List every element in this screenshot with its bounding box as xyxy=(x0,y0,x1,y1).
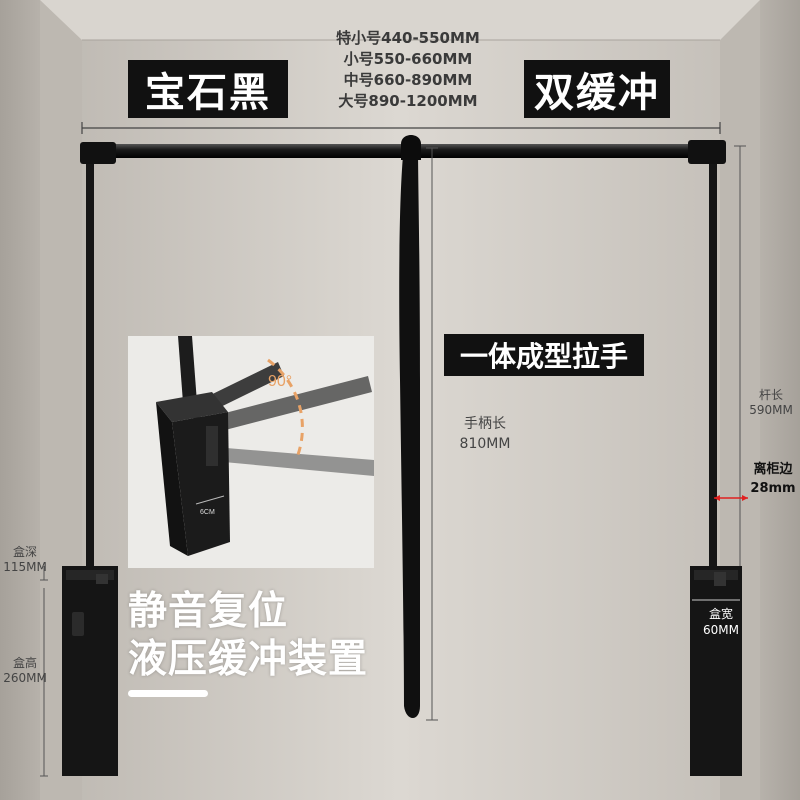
box-height-label: 盒高 260MM xyxy=(3,656,47,685)
box-depth-label: 盒深 115MM xyxy=(3,545,47,574)
right-damper-box xyxy=(690,566,742,776)
cabinet-top-panel xyxy=(40,0,760,40)
left-pole xyxy=(86,152,94,572)
rod-end-left xyxy=(80,142,116,164)
box-width-label: 盒宽 60MM xyxy=(703,607,739,637)
feature-line-1: 静音复位 xyxy=(128,589,289,634)
cabinet-gap-label: 离柜边 28mm xyxy=(750,462,796,496)
rod-end-right xyxy=(688,140,726,164)
handle-length-label: 手柄长 810MM xyxy=(459,416,511,452)
angle-arc xyxy=(267,358,304,461)
angle-label: 90° xyxy=(268,373,292,390)
integrated-handle-label: 一体成型拉手 xyxy=(444,334,644,376)
feature-underline xyxy=(128,690,208,697)
rod-length-label: 杆长 590MM xyxy=(749,388,793,417)
width-label: 6CM xyxy=(200,509,215,516)
right-pole xyxy=(709,152,717,572)
damper-detail-illustration: 90° 6CM xyxy=(156,336,374,556)
size-item: 中号660-890MM xyxy=(343,71,473,89)
pull-handle xyxy=(399,146,420,718)
buffer-type-label: 双缓冲 xyxy=(524,60,670,118)
size-item: 小号550-660MM xyxy=(343,50,473,68)
size-item: 大号890-1200MM xyxy=(338,92,478,110)
damper-detail-inset: 90° 6CM xyxy=(128,336,374,568)
feature-line-2: 液压缓冲装置 xyxy=(128,637,369,682)
left-damper-box xyxy=(62,566,118,776)
size-list: 特小号440-550MM 小号550-660MM 中号660-890MM 大号8… xyxy=(318,28,498,112)
color-name-label: 宝石黑 xyxy=(128,60,288,118)
size-item: 特小号440-550MM xyxy=(336,29,480,47)
